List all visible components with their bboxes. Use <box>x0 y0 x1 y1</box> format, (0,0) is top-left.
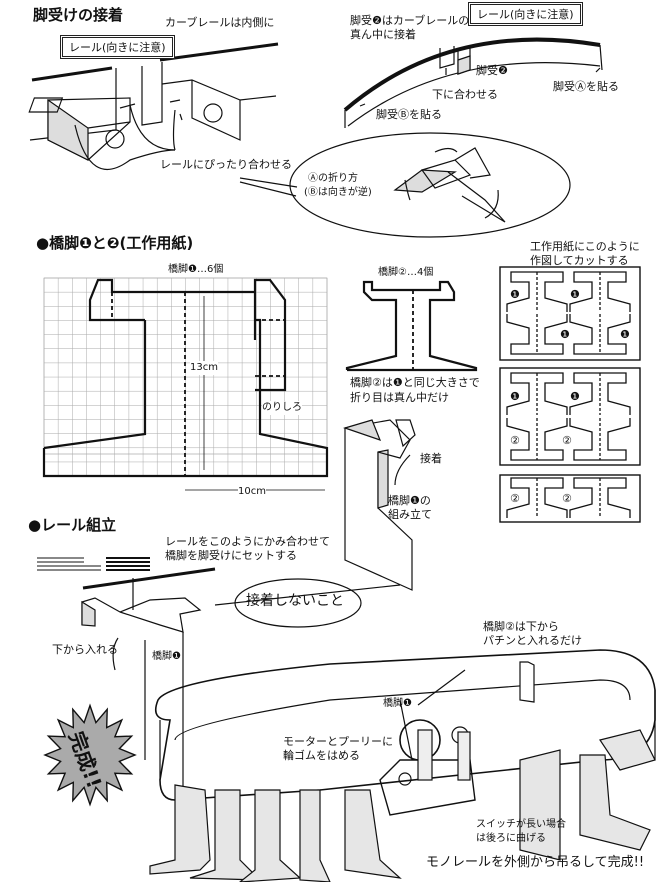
glue-label: 接着 <box>420 452 442 465</box>
pier1-assembly-illustration <box>343 419 416 591</box>
motor-note-line2: 輪ゴムをはめる <box>283 749 360 762</box>
no-glue-warning: 接着しないこと <box>246 593 344 609</box>
sheet2-mark: ② <box>510 434 520 447</box>
pier2-snap-line1: 橋脚②は下から <box>483 620 559 633</box>
sheet-pier-outline <box>506 314 568 355</box>
assembly-line2: 組み立て <box>388 508 432 521</box>
width-dimension: 10cm <box>238 485 266 499</box>
fold-note-line2: (Ⓑは向きが逆) <box>304 187 372 198</box>
mesh-note-line2: 橋脚を脚受けにセットする <box>165 549 297 562</box>
center-note-line2: 真ん中に接着 <box>350 28 416 41</box>
pier1-count-label: 橋脚❶…6個 <box>168 264 224 275</box>
switch-note-line1: スイッチが長い場合 <box>476 819 566 830</box>
sheet-pier-outlines <box>506 271 631 518</box>
section-title-piers: ●橋脚❶と❷(工作用紙) <box>36 234 194 252</box>
leg-receiver-illustration <box>28 42 279 171</box>
sheet-pier-outline <box>569 314 631 355</box>
fold-note-line1: Ⓐの折り方 <box>308 173 358 184</box>
pier2-snap-line2: パチンと入れるだけ <box>483 634 582 647</box>
switch-note-line2: は後ろに曲げる <box>476 833 546 844</box>
fit-rail-note: レールにぴったり合わせる <box>160 158 292 171</box>
cut-note-line2: 作図してカットする <box>530 254 629 267</box>
motor-note-line1: モーターとプーリーに <box>283 735 393 748</box>
section-title-leg-receiver: 脚受けの接着 <box>33 6 124 24</box>
right-rail-label-box: レール(向きに注意) <box>468 2 583 26</box>
rail-mesh-diagram <box>37 557 150 571</box>
assembly-line1: 橋脚❶の <box>388 494 431 507</box>
mesh-note-line1: レールをこのようにかみ合わせて <box>165 535 330 548</box>
complete-burst <box>43 703 137 807</box>
section-title-rail-assembly: ●レール組立 <box>28 516 117 534</box>
monorail-track-assembly <box>149 649 656 882</box>
pier1-grid-pattern <box>42 277 329 491</box>
sheet3-mark: ② <box>510 492 520 505</box>
sheet1-mark: ❶ <box>570 288 580 301</box>
pier2-shape <box>345 280 478 372</box>
rail-insert-illustration <box>81 567 401 790</box>
leg-receiver-2-label: 脚受❷ <box>476 64 508 77</box>
fold-detail-callout <box>239 132 571 238</box>
rail-label-box: レール(向きに注意) <box>60 35 175 59</box>
sheet3-mark: ② <box>562 492 572 505</box>
pier2-note-line2: 折り目は真ん中だけ <box>350 391 449 404</box>
sheet2-mark: ❶ <box>570 390 580 403</box>
cutting-sheets <box>499 266 641 523</box>
attach-B-note: 脚受Ⓑを貼る <box>376 108 442 121</box>
finish-note: モノレールを外側から吊るして完成!! <box>426 855 645 870</box>
attach-A-note: 脚受Ⓐを貼る <box>553 80 619 93</box>
glue-tab-label: のりしろ <box>262 401 302 415</box>
align-bottom-note: 下に合わせる <box>432 88 498 101</box>
cut-note-line1: 工作用紙にこのように <box>530 240 640 253</box>
final-pier1-tag: 橋脚❶ <box>383 698 412 709</box>
curved-rail-illustration <box>343 37 603 128</box>
sheet1-mark: ❶ <box>620 328 630 341</box>
sheet2-mark: ② <box>562 434 572 447</box>
pier2-note-line1: 橋脚②は❶と同じ大きさで <box>350 376 480 389</box>
height-dimension: 13cm <box>190 361 218 375</box>
pier1-tag: 橋脚❶ <box>152 651 181 662</box>
center-note-line1: 脚受❷はカーブレールの <box>350 14 470 27</box>
curve-rail-note: カーブレールは内側に <box>165 16 275 29</box>
sheet1-mark: ❶ <box>560 328 570 341</box>
pier2-count-label: 橋脚②…4個 <box>378 267 434 278</box>
sheet2-mark: ❶ <box>510 390 520 403</box>
insert-from-below-note: 下から入れる <box>52 643 118 656</box>
sheet1-mark: ❶ <box>510 288 520 301</box>
